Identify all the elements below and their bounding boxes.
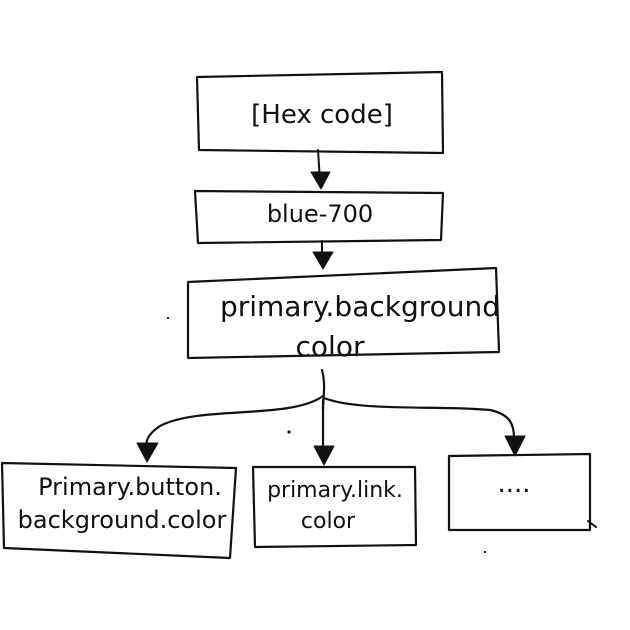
node-primary-button-label-line2: background.color xyxy=(18,506,227,534)
branch-left xyxy=(144,394,325,450)
node-blue-700: blue-700 xyxy=(193,189,445,245)
node-more: .... xyxy=(447,452,597,532)
node-blue-700-box xyxy=(193,189,445,245)
arrow-hex-to-blue xyxy=(310,149,331,190)
node-primary-button: Primary.button. background.color xyxy=(0,461,238,560)
node-primary-link-label-line1: primary.link. xyxy=(267,478,403,503)
node-hex-code-label: [Hex code] xyxy=(251,100,393,130)
node-hex-code-box xyxy=(195,70,445,155)
node-primary-background-box xyxy=(186,266,501,360)
arrowhead xyxy=(312,251,334,270)
arrowhead xyxy=(136,442,159,463)
node-primary-button-label-line1: Primary.button. xyxy=(38,473,222,501)
node-primary-background-label-line2: color xyxy=(296,330,365,363)
ink-speck xyxy=(287,430,291,434)
branch-right xyxy=(322,396,516,440)
node-primary-link-label-line2: color xyxy=(301,509,356,534)
arrowhead xyxy=(313,445,335,466)
node-primary-link-box xyxy=(251,465,418,549)
node-more-label: .... xyxy=(497,469,530,499)
node-primary-button-box xyxy=(0,461,238,560)
arrowhead xyxy=(504,435,526,457)
node-primary-background: primary.background color xyxy=(186,266,501,363)
node-blue-700-label: blue-700 xyxy=(267,200,373,228)
node-more-box xyxy=(447,452,592,532)
node-primary-link: primary.link. color xyxy=(251,465,418,549)
node-primary-background-label-line1: primary.background xyxy=(220,290,500,323)
ink-speck xyxy=(166,316,170,320)
branch-arrows xyxy=(136,368,526,466)
ink-speck xyxy=(483,550,487,554)
node-hex-code: [Hex code] xyxy=(195,70,445,155)
arrowhead xyxy=(310,171,331,190)
arrow-blue-to-background xyxy=(312,240,334,270)
